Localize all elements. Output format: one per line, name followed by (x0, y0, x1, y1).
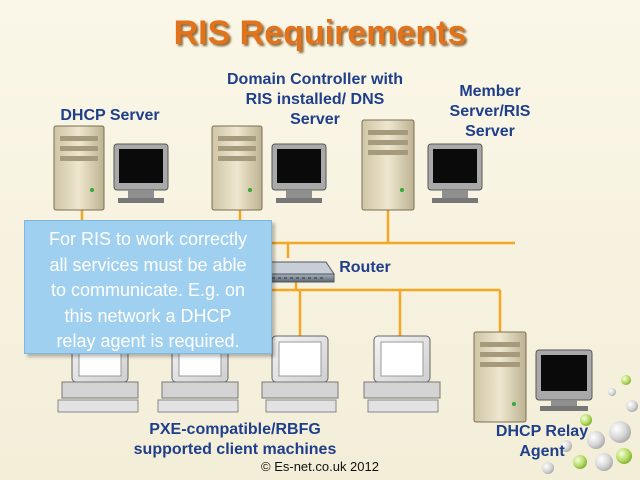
copyright-footer: © Es-net.co.uk 2012 (261, 459, 379, 474)
member-server-label-line-1: Member (459, 83, 521, 100)
dhcp-server-label: DHCP Server (40, 106, 180, 126)
callout-line-2: all services must be able (49, 254, 247, 275)
member-server-label-line-3: Server (465, 123, 515, 140)
client-machines-label-line-1: PXE-compatible/RBFG (149, 421, 321, 438)
desktop-computer-icon-4 (363, 335, 441, 413)
callout-line-5: relay agent is required. (56, 331, 240, 351)
callout-line-3: to communicate. E.g. on (50, 280, 246, 300)
domain-controller-label: Domain Controller with RIS installed/ DN… (200, 70, 430, 130)
callout-line-1: For RIS to work correctly (48, 229, 248, 249)
domain-controller-label-line-2: RIS installed/ DNS (245, 91, 385, 108)
member-server-label: Member Server/RIS Server (430, 82, 550, 142)
member-server-tower-icon (361, 119, 415, 211)
desktop-computer-icon-3 (261, 335, 339, 413)
bubble-circles-icon (542, 375, 638, 474)
domain-controller-monitor-icon (271, 143, 327, 203)
router-label: Router (328, 258, 402, 278)
domain-controller-label-line-1: Domain Controller with (227, 71, 403, 88)
slide-title: RIS Requirements (173, 14, 467, 52)
dhcp-relay-label-line-1: DHCP Relay (495, 423, 589, 440)
callout-line-4: this network a DHCP (64, 305, 232, 326)
dhcp-server-label-text: DHCP Server (60, 107, 160, 124)
dhcp-relay-label-line-2: Agent (519, 443, 565, 460)
member-server-monitor-icon (427, 143, 483, 203)
client-machines-label-line-2: supported client machines (133, 441, 337, 458)
dhcp-server-monitor-icon (113, 143, 169, 203)
domain-controller-tower-icon (211, 125, 263, 211)
callout-box: For RIS to work correctly all services m… (24, 220, 272, 354)
dhcp-relay-tower-icon (473, 331, 527, 423)
member-server-label-line-2: Server/RIS (449, 103, 531, 120)
dhcp-relay-label: DHCP Relay Agent (482, 422, 602, 462)
client-machines-label: PXE-compatible/RBFG supported client mac… (110, 420, 360, 460)
dhcp-relay-monitor-icon (535, 349, 593, 411)
router-label-text: Router (339, 259, 391, 276)
domain-controller-label-line-3: Server (290, 111, 340, 128)
dhcp-server-tower-icon (53, 125, 105, 211)
